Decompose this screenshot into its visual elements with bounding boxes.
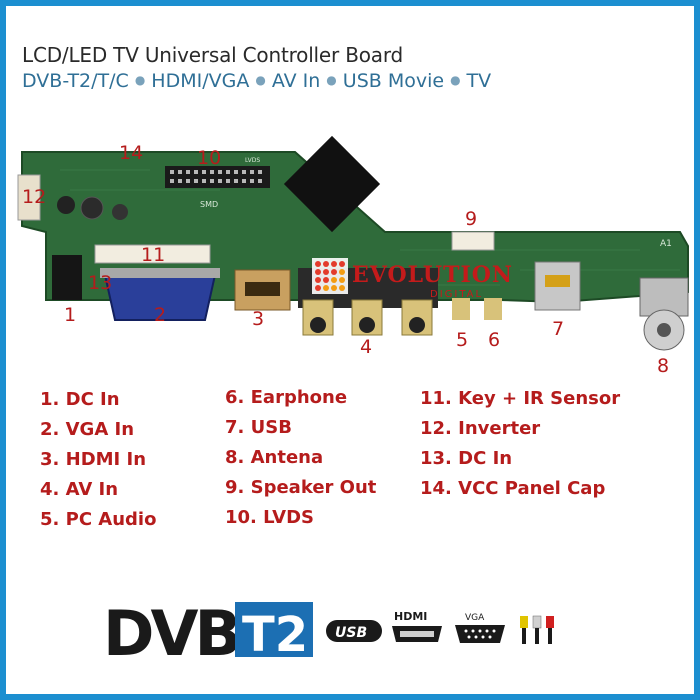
lvds-header <box>165 166 270 188</box>
logos-row: DVB T2 USB HDMI VGA <box>103 597 554 670</box>
t2-logo-text: T2 <box>242 607 308 663</box>
callout-4: 4 <box>360 336 373 358</box>
callout-11: 11 <box>141 244 166 266</box>
callout-9: 9 <box>465 208 478 230</box>
page-title: LCD/LED TV Universal Controller Board <box>22 43 403 67</box>
rca-logo-icon <box>520 615 554 644</box>
dvb-logo-text: DVB <box>103 597 238 670</box>
feature-list: DVB-T2/T/C ● HDMI/VGA ● AV In ● USB Movie ● TV <box>22 70 491 92</box>
callout-14: 14 <box>119 142 144 164</box>
legend-item: 9. Speaker Out <box>225 477 377 498</box>
callout-10: 10 <box>197 147 222 169</box>
capacitor <box>112 204 128 220</box>
av-rca-jacks <box>302 299 433 336</box>
callout-5: 5 <box>456 329 469 351</box>
brand-name: EVOLUTION <box>352 262 514 288</box>
legend-item: 14. VCC Panel Cap <box>420 478 606 499</box>
a1-silkscreen: A1 <box>660 239 672 249</box>
brand-sub: DIGITAL <box>430 289 484 300</box>
pc-audio-jack <box>452 298 470 320</box>
legend-item: 1. DC In <box>40 389 120 410</box>
bullet-icon: ● <box>326 73 337 87</box>
smd-silkscreen: SMD <box>200 200 218 209</box>
bullet-icon: ● <box>134 73 146 87</box>
capacitor <box>57 196 75 214</box>
inverter-connector <box>17 174 41 221</box>
main-chip <box>283 135 381 233</box>
legend-item: 7. USB <box>225 417 292 438</box>
key-ir-connector <box>94 244 211 264</box>
lvds-silkscreen: LVDS <box>245 157 260 164</box>
capacitor <box>80 196 104 220</box>
brand-logo-mark <box>312 258 348 294</box>
earphone-jack <box>484 298 502 320</box>
legend-column-1: 1. DC In 2. VGA In 3. HDMI In 4. AV In 5… <box>40 385 156 535</box>
legend-item: 4. AV In <box>40 479 119 500</box>
dc-jack <box>52 255 82 300</box>
feature-hdmi-vga: HDMI/VGA <box>151 70 250 92</box>
feature-dvb: DVB-T2/T/C <box>22 70 129 92</box>
callout-8: 8 <box>657 355 670 377</box>
feature-tv: TV <box>466 70 492 92</box>
t2-logo-box <box>235 602 313 657</box>
speaker-out-connector <box>451 231 495 251</box>
callout-13: 13 <box>88 272 113 294</box>
legend-column-3: 11. Key + IR Sensor 12. Inverter 13. DC … <box>420 384 620 504</box>
callout-1: 1 <box>64 304 77 326</box>
feature-av-in: AV In <box>271 70 321 92</box>
bullet-icon: ● <box>255 73 266 87</box>
callout-7: 7 <box>552 318 565 340</box>
vga-logo-icon: VGA <box>455 613 505 643</box>
legend-item: 12. Inverter <box>420 418 541 439</box>
callout-12: 12 <box>22 186 47 208</box>
svg-text:HDMI: HDMI <box>394 610 427 623</box>
legend-item: 2. VGA In <box>40 419 135 440</box>
controller-board-image: LVDS SMD A1 <box>17 135 689 351</box>
svg-text:USB: USB <box>335 625 367 641</box>
callout-3: 3 <box>252 308 265 330</box>
legend-item: 10. LVDS <box>225 507 314 528</box>
hdmi-logo-icon: HDMI <box>392 610 442 642</box>
legend-item: 11. Key + IR Sensor <box>420 388 621 409</box>
legend-item: 8. Antena <box>225 447 324 468</box>
usb-logo-icon: USB <box>326 620 382 642</box>
feature-usb-movie: USB Movie <box>342 70 445 92</box>
legend-item: 3. HDMI In <box>40 449 147 470</box>
legend-item: 6. Earphone <box>225 387 348 408</box>
svg-text:VGA: VGA <box>465 613 485 623</box>
legend-item: 13. DC In <box>420 448 513 469</box>
callout-6: 6 <box>488 329 501 351</box>
legend-column-2: 6. Earphone 7. USB 8. Antena 9. Speaker … <box>225 383 376 533</box>
legend-item: 5. PC Audio <box>40 509 157 530</box>
callout-2: 2 <box>154 304 167 326</box>
bullet-icon: ● <box>450 73 461 87</box>
